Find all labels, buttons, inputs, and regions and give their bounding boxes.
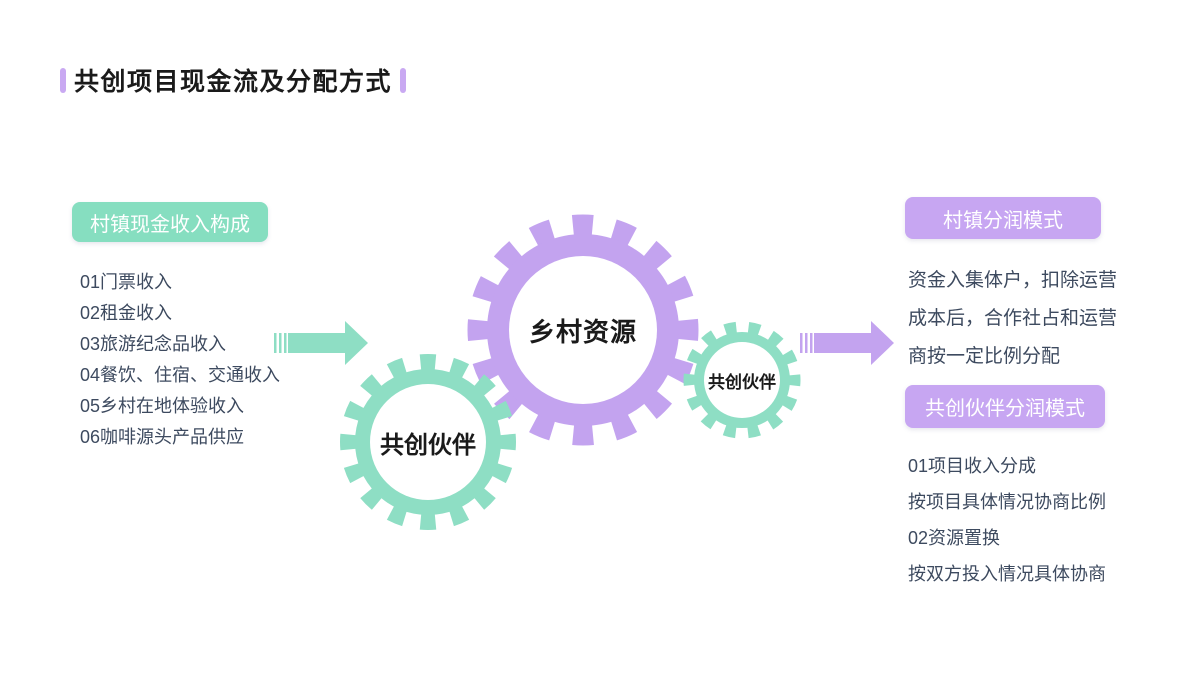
gear-village-resources: 乡村资源 (465, 212, 701, 448)
right-section-header-partner: 共创伙伴分润模式 (905, 385, 1105, 428)
gear-label: 乡村资源 (528, 316, 637, 347)
paragraph-line: 商按一定比例分配 (908, 346, 1061, 367)
gear-label: 共创伙伴 (708, 372, 776, 392)
list-item: 按项目具体情况协商比例 (908, 492, 1106, 512)
gear-label: 共创伙伴 (380, 431, 476, 459)
village-profit-description: 资金入集体户，扣除运营 成本后，合作社占和运营 商按一定比例分配 (908, 262, 1117, 376)
gear-icon (340, 354, 516, 530)
list-item: 03旅游纪念品收入 (80, 334, 227, 354)
left-section-header: 村镇现金收入构成 (72, 202, 268, 242)
gear-icon (467, 214, 699, 446)
gear-co-creation-partner-right: 共创伙伴 (682, 320, 802, 440)
list-item: 01项目收入分成 (908, 456, 1037, 476)
right-section-header-village: 村镇分润模式 (905, 197, 1101, 239)
gear-icon (683, 321, 801, 439)
title-block: 共创项目现金流及分配方式 (60, 62, 407, 98)
gear-co-creation-partner-left: 共创伙伴 (338, 352, 518, 532)
page-title: 共创项目现金流及分配方式 (74, 68, 393, 96)
list-item: 04餐饮、住宿、交通收入 (80, 365, 281, 385)
flow-arrow-left-icon (274, 321, 368, 365)
list-item: 01门票收入 (80, 272, 173, 292)
list-item: 02租金收入 (80, 303, 173, 323)
flow-arrow-right-icon (800, 321, 894, 365)
partner-profit-list: 01项目收入分成 按项目具体情况协商比例 02资源置换 按双方投入情况具体协商 (908, 448, 1106, 592)
list-item: 06咖啡源头产品供应 (80, 427, 245, 447)
title-bracket-left-icon (60, 67, 66, 93)
income-list: 01门票收入 02租金收入 03旅游纪念品收入 04餐饮、住宿、交通收入 05乡… (80, 267, 280, 453)
list-item: 05乡村在地体验收入 (80, 396, 245, 416)
paragraph-line: 资金入集体户，扣除运营 (908, 270, 1118, 291)
paragraph-line: 成本后，合作社占和运营 (908, 308, 1118, 329)
list-item: 02资源置换 (908, 528, 1001, 548)
title-bracket-right-icon (400, 67, 407, 93)
list-item: 按双方投入情况具体协商 (908, 564, 1106, 584)
